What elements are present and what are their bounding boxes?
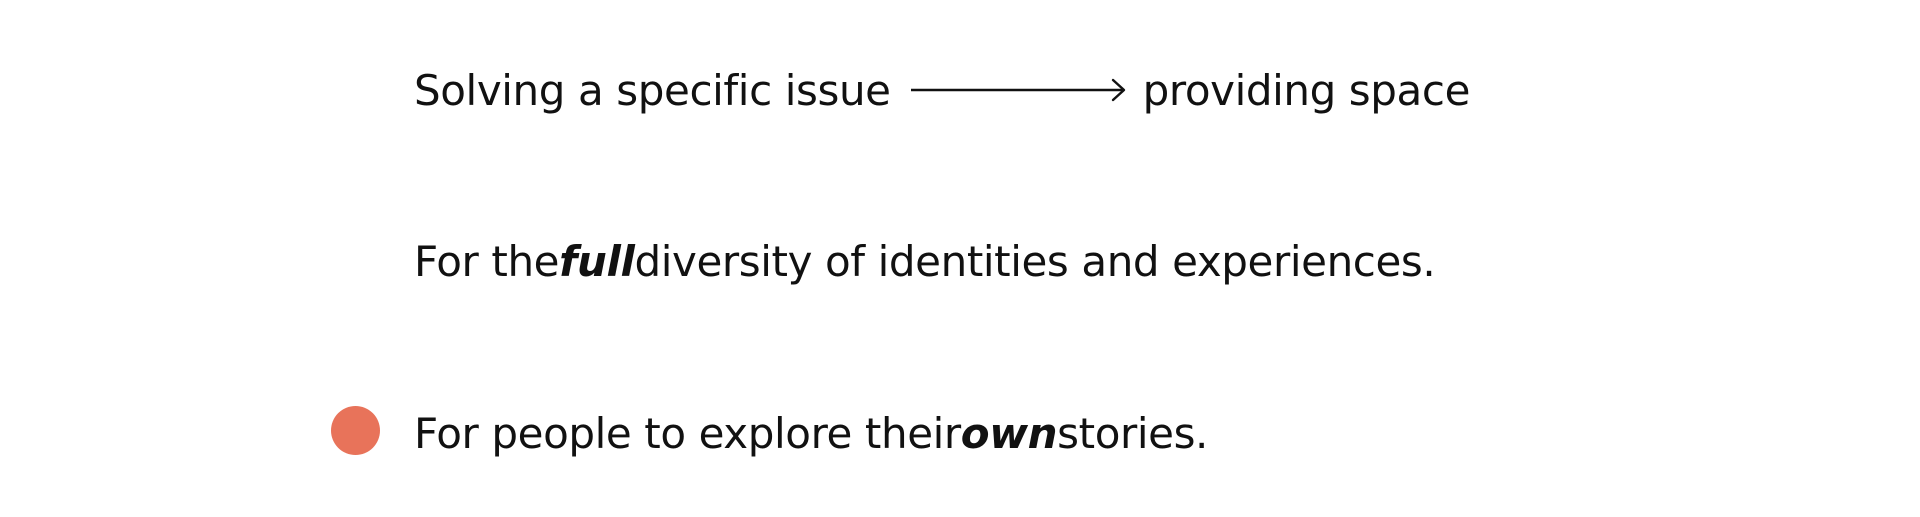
statement-text-after: stories.	[1057, 408, 1209, 458]
statement-own-stories: For people to explore their own stories.	[414, 403, 1208, 463]
statement-emphasis: full	[559, 236, 635, 286]
statement-to-text: providing space	[1142, 65, 1471, 115]
statement-text-before: For people to explore their	[414, 408, 961, 458]
statement-text-before: For the	[414, 236, 560, 286]
statement-full-diversity: For the full diversity of identities and…	[414, 231, 1436, 291]
statement-text-after: diversity of identities and experiences.	[634, 236, 1436, 286]
statement-solving-to-providing: Solving a specific issue providing space	[414, 60, 1470, 120]
statement-from-text: Solving a specific issue	[414, 65, 891, 115]
circle-dot-icon	[331, 406, 380, 455]
statement-emphasis: own	[960, 408, 1058, 458]
long-arrow-right-icon	[910, 78, 1125, 102]
